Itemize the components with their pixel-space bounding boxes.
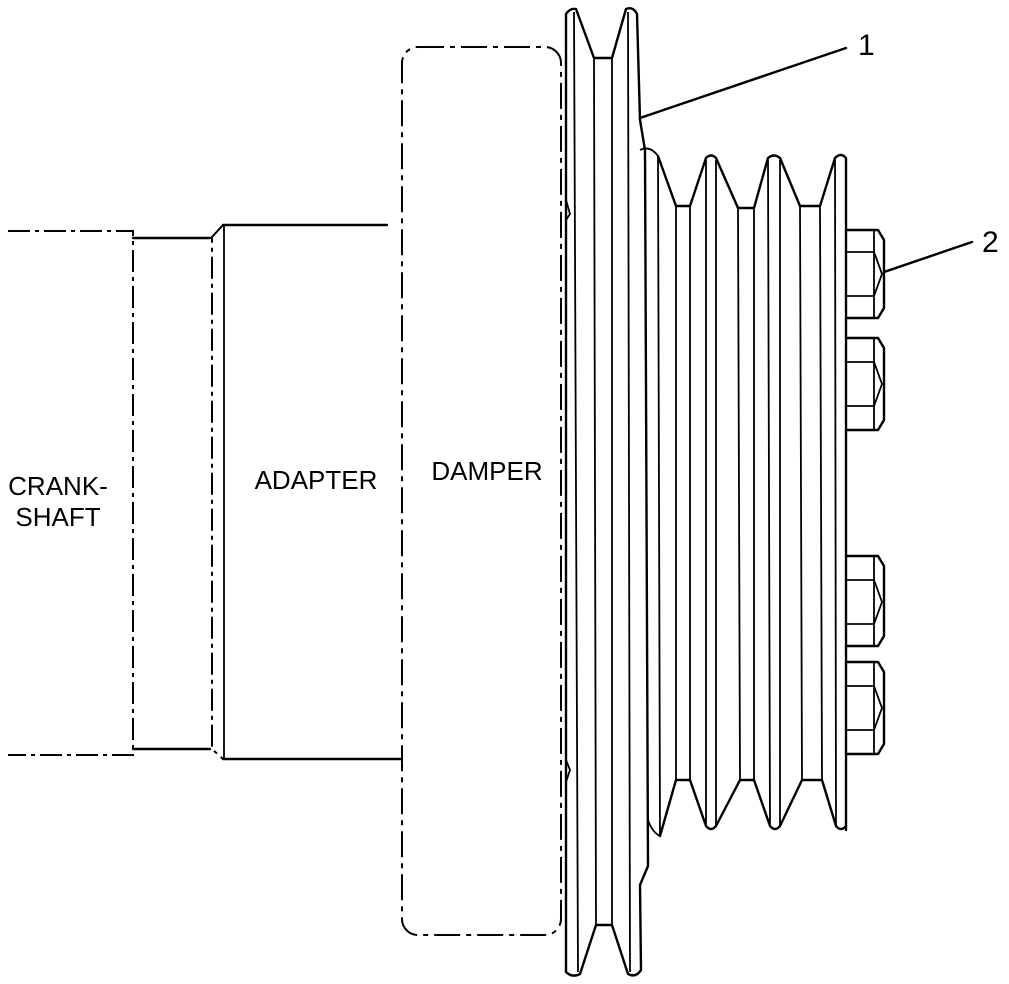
crankshaft-outline xyxy=(8,230,212,756)
bolt-3 xyxy=(844,554,886,648)
callout-1-number: 1 xyxy=(858,29,875,62)
adapter-label: ADAPTER xyxy=(255,465,378,495)
bolt-2 xyxy=(844,336,886,432)
multi-groove-pulley xyxy=(656,153,848,838)
large-pulley xyxy=(564,6,661,977)
bolt-1 xyxy=(844,228,886,320)
crankshaft-label-line2: SHAFT xyxy=(15,502,100,532)
bolt-4 xyxy=(844,660,886,756)
damper-outline xyxy=(401,46,562,936)
callout-1-leader xyxy=(638,46,848,120)
adapter-outline xyxy=(211,223,404,761)
damper-label: DAMPER xyxy=(431,456,542,486)
callout-2-number: 2 xyxy=(982,226,999,259)
callout-2-leader xyxy=(882,240,974,274)
crankshaft-label-line1: CRANK- xyxy=(8,471,108,501)
